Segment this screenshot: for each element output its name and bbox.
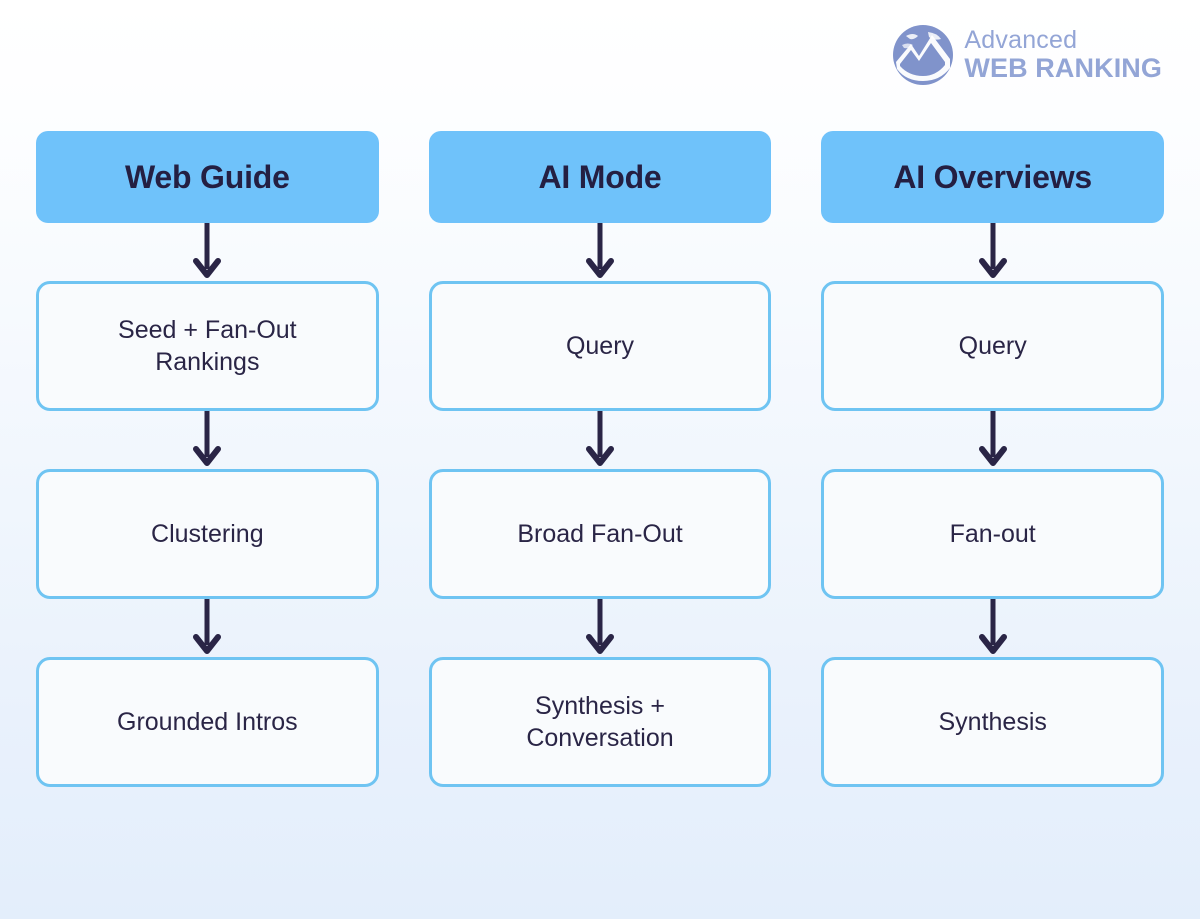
flow-node-line1: Grounded Intros: [117, 708, 298, 736]
arrow-connector: [429, 411, 772, 469]
flow-node-line1: Query: [565, 332, 635, 360]
flow-node: Query: [428, 281, 772, 411]
flow-node-text: Clustering: [151, 518, 264, 550]
flow-node-text: Fan-out: [950, 518, 1036, 550]
flow-node-text: Synthesis: [938, 706, 1046, 738]
arrow-connector: [429, 223, 772, 281]
brand-name-line2: WEB RANKING: [964, 53, 1162, 83]
flow-node-text: Query: [959, 330, 1027, 362]
flow-node: Grounded Intros: [36, 657, 379, 787]
flow-node: Synthesis + Conversation: [428, 657, 772, 787]
flow-node-line1: Seed + Fan-Out: [118, 316, 297, 344]
flow-node-text: Seed + Fan-Out Rankings: [118, 314, 297, 378]
flow-node: Seed + Fan-Out Rankings: [36, 281, 379, 411]
globe-icon: [892, 24, 954, 86]
flow-node-line1: Broad Fan-Out: [517, 520, 683, 548]
arrow-connector: [36, 599, 379, 657]
flow-node: Synthesis: [821, 657, 1165, 787]
flow-node: Fan-out: [821, 469, 1165, 599]
arrow-connector: [821, 599, 1164, 657]
column-header-ai-mode: AI Mode: [428, 131, 772, 223]
flow-node-text: Query: [566, 330, 634, 362]
flow-node-line1: Synthesis +: [535, 692, 665, 720]
flow-node-line2: Rankings: [155, 348, 260, 376]
brand-wordmark: Advanced WEB RANKING: [964, 28, 1162, 82]
column-header-web-guide: Web Guide: [36, 131, 379, 223]
arrow-connector: [821, 223, 1164, 281]
flowchart-diagram: Web Guide Seed + Fan-Out Rankings Cluste…: [36, 131, 1165, 787]
brand-name-line1: Advanced: [964, 26, 1078, 54]
flow-node-text: Synthesis + Conversation: [526, 690, 673, 754]
flow-column-ai-overviews: AI Overviews Query Fan-out: [821, 131, 1165, 787]
flow-node-text: Grounded Intros: [117, 706, 298, 738]
column-header-ai-overviews: AI Overviews: [821, 131, 1165, 223]
arrow-connector: [821, 411, 1164, 469]
arrow-connector: [429, 599, 772, 657]
arrow-connector: [36, 411, 379, 469]
flow-node-line2: Conversation: [526, 724, 674, 752]
arrow-connector: [36, 223, 379, 281]
flow-column-ai-mode: AI Mode Query Broad Fan-Out: [428, 131, 772, 787]
flow-node-line1: Query: [958, 332, 1027, 360]
flow-node-line1: Fan-out: [949, 520, 1036, 548]
flow-node-text: Broad Fan-Out: [517, 518, 682, 550]
flow-node: Query: [821, 281, 1165, 411]
brand-logo: Advanced WEB RANKING: [892, 24, 1162, 86]
flow-column-web-guide: Web Guide Seed + Fan-Out Rankings Cluste…: [36, 131, 379, 787]
flow-node: Clustering: [36, 469, 379, 599]
flow-node-line1: Synthesis: [938, 708, 1047, 736]
flow-node: Broad Fan-Out: [428, 469, 772, 599]
flow-node-line1: Clustering: [151, 520, 264, 548]
